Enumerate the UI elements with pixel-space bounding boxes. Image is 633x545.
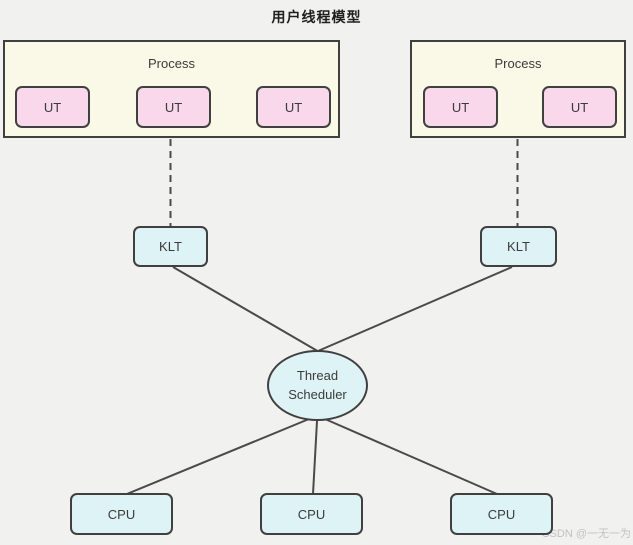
kernel-thread-label: KLT	[507, 239, 530, 254]
connector-scheduler-cpu-left	[126, 418, 310, 495]
user-thread-box: UT	[542, 86, 617, 128]
csdn-watermark: CSDN @一无一为	[541, 528, 631, 540]
user-thread-label: UT	[43, 99, 62, 115]
connector-klt-left-scheduler	[172, 266, 319, 352]
cpu-box-right: CPU	[450, 493, 553, 535]
user-thread-label: UT	[451, 99, 470, 115]
kernel-thread-label: KLT	[159, 239, 182, 254]
process-box-right: Process UT UT	[410, 40, 626, 138]
user-thread-label: UT	[284, 99, 303, 115]
thread-scheduler-ellipse: Thread Scheduler	[267, 350, 368, 421]
kernel-thread-box-right: KLT	[480, 226, 557, 267]
user-thread-box: UT	[136, 86, 211, 128]
cpu-label: CPU	[487, 506, 516, 522]
user-thread-label: UT	[570, 99, 589, 115]
connector-scheduler-cpu-right	[324, 418, 498, 495]
process-label: Process	[494, 56, 542, 71]
process-box-left: Process UT UT UT	[3, 40, 340, 138]
connector-scheduler-cpu-center	[312, 420, 318, 495]
process-label: Process	[148, 56, 195, 71]
thread-scheduler-label: Thread Scheduler	[288, 368, 347, 402]
cpu-label: CPU	[297, 506, 326, 522]
user-thread-label: UT	[164, 99, 183, 115]
cpu-box-center: CPU	[260, 493, 363, 535]
cpu-box-left: CPU	[70, 493, 173, 535]
diagram-title: 用户线程模型	[271, 9, 362, 25]
cpu-label: CPU	[107, 506, 136, 522]
connector-klt-right-scheduler	[317, 266, 513, 352]
user-thread-box: UT	[423, 86, 498, 128]
kernel-thread-box-left: KLT	[133, 226, 208, 267]
user-thread-box: UT	[15, 86, 90, 128]
user-thread-box: UT	[256, 86, 331, 128]
